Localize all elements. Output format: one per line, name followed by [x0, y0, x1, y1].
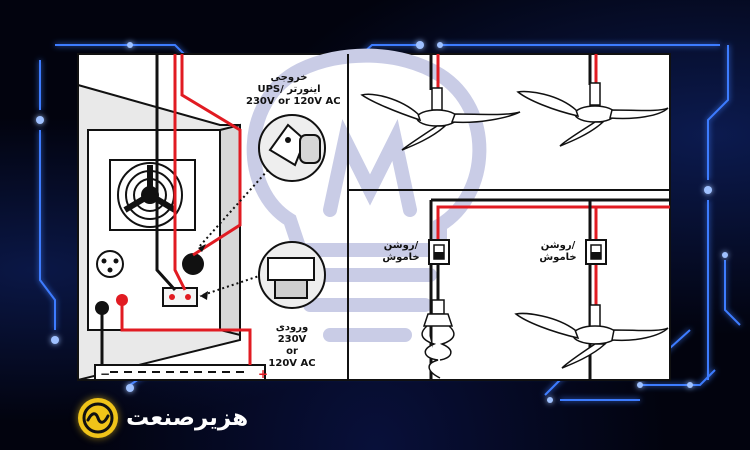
- ups-fan-icon: [109, 159, 196, 231]
- ups-output-socket-icon: [96, 250, 124, 278]
- live-wires: [120, 54, 252, 365]
- ups-input-label-line1: ورودی: [275, 322, 309, 333]
- ups-input-socket-icon: [162, 287, 198, 307]
- room-dividers: [347, 54, 670, 380]
- input-socket-callout-icon: [258, 241, 326, 309]
- switch-left-label-line2: خاموش: [382, 252, 420, 263]
- ups-output-label-line3: 230V or 120V AC: [246, 96, 341, 107]
- battery-minus-icon: −: [100, 367, 110, 381]
- ceiling-fan-top-left-icon: [360, 87, 521, 151]
- output-plug-callout-icon: [258, 114, 326, 182]
- ups-output-jack-icon: [182, 253, 204, 275]
- brand-logo-icon: [78, 398, 118, 438]
- switch-right-label: روشن/ خاموش: [534, 240, 582, 264]
- ceiling-fan-bottom-right-icon: [514, 304, 669, 369]
- battery-plus-icon: +: [258, 367, 268, 381]
- ups-output-label-line2: UPS/ اینورتر: [257, 84, 321, 95]
- ups-input-label-line3: or: [286, 346, 298, 357]
- brand-name: هزیرصنعت: [126, 405, 249, 431]
- cfl-bulb-icon: [421, 299, 455, 379]
- ups-input-label: ورودی 230V or 120V AC: [262, 322, 322, 370]
- switch-right-label-line2: خاموش: [539, 252, 577, 263]
- brand[interactable]: هزیرصنعت: [78, 396, 248, 440]
- ceiling-fan-top-right-icon: [516, 82, 669, 147]
- switch-right-icon: [585, 239, 607, 265]
- ups-output-label-line1: خروجی: [270, 72, 308, 83]
- battery-icon: [94, 364, 266, 381]
- switch-left-icon: [428, 239, 450, 265]
- ups-input-label-line4: 120V AC: [268, 358, 316, 369]
- neutral-wires: [100, 54, 177, 365]
- switch-right-label-line1: روشن/: [540, 240, 576, 251]
- switch-left-label: روشن/ خاموش: [378, 240, 424, 264]
- callout-connectors: [197, 169, 269, 297]
- switch-left-label-line1: روشن/: [383, 240, 419, 251]
- neon-nodes: [36, 41, 728, 403]
- room-live-wires: [436, 54, 670, 310]
- ups-input-label-line2: 230V: [277, 334, 307, 345]
- ups-output-label: خروجی UPS/ اینورتر 230V or 120V AC: [246, 72, 341, 108]
